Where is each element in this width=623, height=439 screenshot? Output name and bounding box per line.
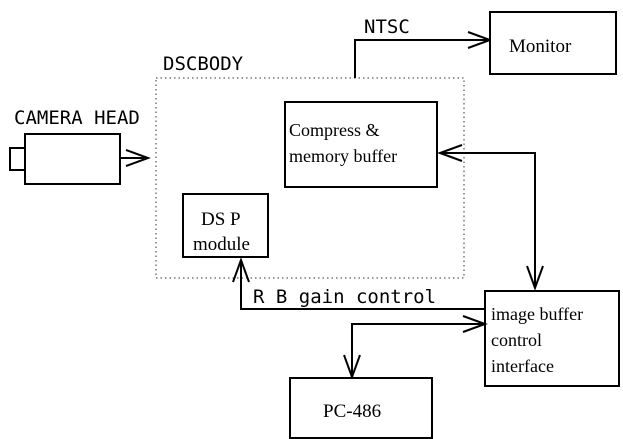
- dscbody-label: DSCBODY: [163, 53, 244, 75]
- ntsc-to-monitor-arrow: [354, 31, 493, 78]
- dsp-label-line1: DS P: [201, 209, 241, 230]
- buffer-to-interface-link: [437, 144, 544, 291]
- compress-memory-box: Compress & memory buffer: [284, 101, 438, 188]
- dsp-module-box: DS P module: [182, 193, 269, 258]
- monitor-box: Monitor: [489, 11, 617, 75]
- dscbody-boundary: [155, 77, 465, 279]
- camera-icon: [9, 133, 121, 185]
- rb-gain-label: R B gain control: [253, 286, 436, 308]
- pc-label: PC-486: [323, 401, 381, 422]
- monitor-label: Monitor: [509, 36, 572, 57]
- pc-486-box: PC-486: [289, 377, 433, 439]
- compress-label-line2: memory buffer: [289, 146, 397, 166]
- image-buffer-interface-box: image buffer control interface: [484, 290, 620, 387]
- ibc-label-line2: control: [491, 330, 542, 350]
- ibc-label-line3: interface: [491, 356, 554, 376]
- compress-label-line1: Compress &: [289, 120, 380, 140]
- ibc-label-line1: image buffer: [491, 304, 583, 324]
- camera-to-body-arrow: [120, 149, 151, 167]
- rb-gain-control-arrow: [232, 257, 485, 310]
- camera-head-label: CAMERA HEAD: [14, 107, 140, 129]
- interface-to-pc-link: [343, 315, 488, 380]
- dsp-label-line2: module: [193, 234, 250, 255]
- ntsc-label: NTSC: [364, 16, 410, 38]
